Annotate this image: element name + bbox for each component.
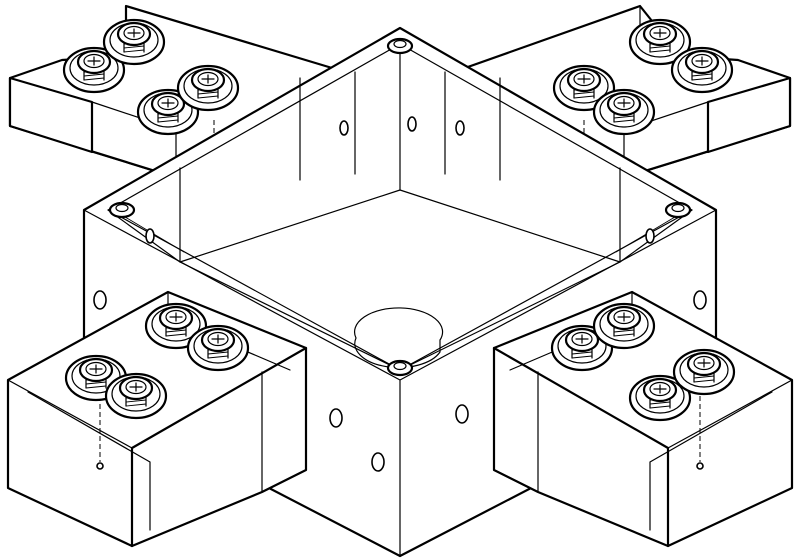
terminal-screw [186,324,250,372]
phillips-recess-icon [617,98,631,108]
terminal-screw [670,46,734,94]
phillips-recess-icon [89,364,103,374]
phillips-recess-icon [577,74,591,84]
phillips-recess-icon [129,382,143,392]
corner-screw-bottom [386,359,414,377]
screw-group [62,18,736,422]
phillips-recess-icon [653,28,667,38]
wall-hole [93,290,107,310]
wall-hole [455,120,465,136]
terminal-screw [62,46,126,94]
phillips-recess-icon [617,312,631,322]
terminal-screw [672,348,736,396]
phillips-recess-icon [697,358,711,368]
wall-hole [145,228,155,244]
wall-hole [455,404,469,424]
phillips-recess-icon [161,98,175,108]
wall-hole [329,408,343,428]
wall-hole [693,290,707,310]
wall-hole [645,228,655,244]
phillips-recess-icon [87,56,101,66]
terminal-screw [592,302,656,350]
terminal-screw [628,374,692,422]
terminal-screw [592,88,656,136]
phillips-recess-icon [169,312,183,322]
phillips-recess-icon [695,56,709,66]
corner-screw-top [386,37,414,55]
phillips-recess-icon [127,28,141,38]
wall-hole [371,452,385,472]
terminal-screw [102,18,166,66]
wall-hole [407,116,417,132]
corner-screw-right [664,201,692,219]
terminal-screw [104,372,168,420]
terminal-screw [628,18,692,66]
wall-hole [339,120,349,136]
phillips-recess-icon [201,74,215,84]
terminal-screw [176,64,240,112]
phillips-recess-icon [211,334,225,344]
phillips-recess-icon [575,334,589,344]
phillips-recess-icon [653,384,667,394]
corner-screw-left [108,201,136,219]
